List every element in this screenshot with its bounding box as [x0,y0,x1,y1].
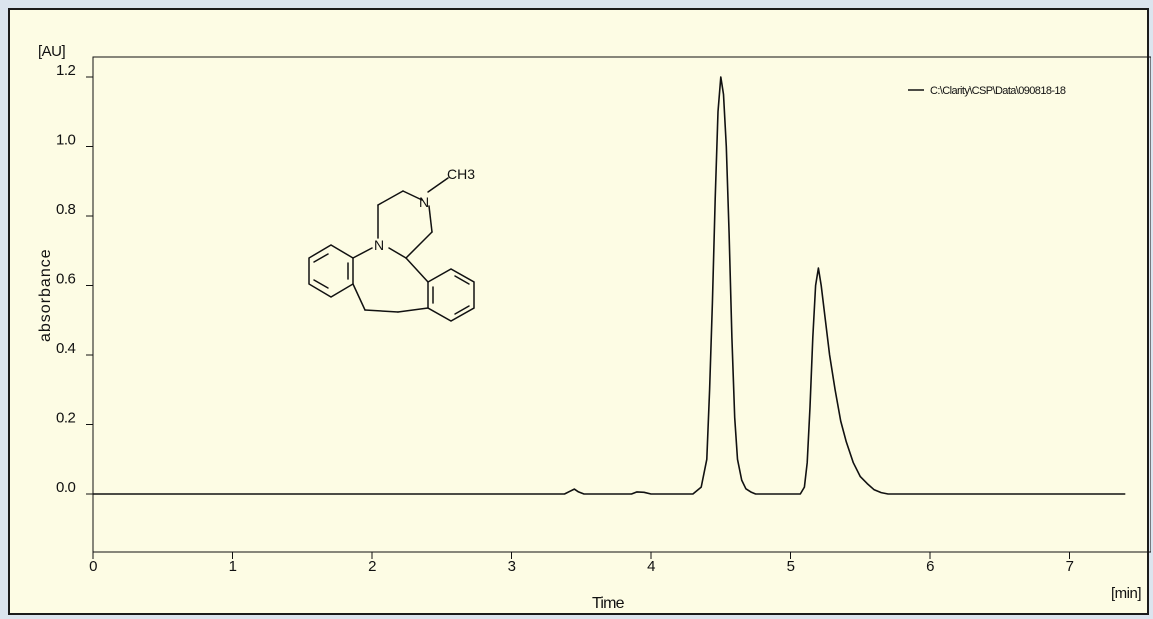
structure-n-atom-2: N [419,194,429,210]
x-tick-label: 2 [368,558,376,575]
y-tick-label: 0.8 [56,201,76,218]
y-tick-label: 1.0 [56,132,76,149]
x-tick-label: 1 [229,558,237,575]
chemical-structure [308,177,475,322]
legend: C:\Clarity\CSP\Data\090818-18 [908,85,1067,97]
y-tick-label: 0.6 [56,271,76,288]
y-unit-label: [AU] [38,43,66,60]
chart-frame: 0.0 0.2 0.4 0.6 0.8 1.0 1.2 0 1 2 3 4 5 6 7 [AU] abso… [8,8,1151,615]
plot-area [92,56,1151,553]
x-axis-ticks: 0 1 2 3 4 5 6 7 [89,552,1074,575]
y-tick-label: 0.4 [56,340,76,357]
x-tick-label: 5 [787,558,795,575]
structure-methyl-label: CH3 [447,166,475,182]
chromatogram-chart: 0.0 0.2 0.4 0.6 0.8 1.0 1.2 0 1 2 3 4 5 6 7 [AU] abso… [37,43,1151,612]
y-axis-ticks: 0.0 0.2 0.4 0.6 0.8 1.0 1.2 [56,62,93,496]
x-tick-label: 3 [508,558,516,575]
x-tick-label: 7 [1066,558,1074,575]
x-tick-label: 4 [647,558,655,575]
y-axis-title: absorbance [37,248,54,342]
legend-entry-label: C:\Clarity\CSP\Data\090818-18 [930,85,1066,97]
x-axis-title: Time [592,595,625,612]
x-tick-label: 0 [89,558,97,575]
y-tick-label: 0.0 [56,479,76,496]
x-tick-label: 6 [926,558,934,575]
series-line [93,76,1126,495]
y-tick-label: 1.2 [56,62,76,79]
y-tick-label: 0.2 [56,410,76,427]
structure-n-atom-1: N [374,237,384,253]
x-unit-label: [min] [1111,585,1141,602]
